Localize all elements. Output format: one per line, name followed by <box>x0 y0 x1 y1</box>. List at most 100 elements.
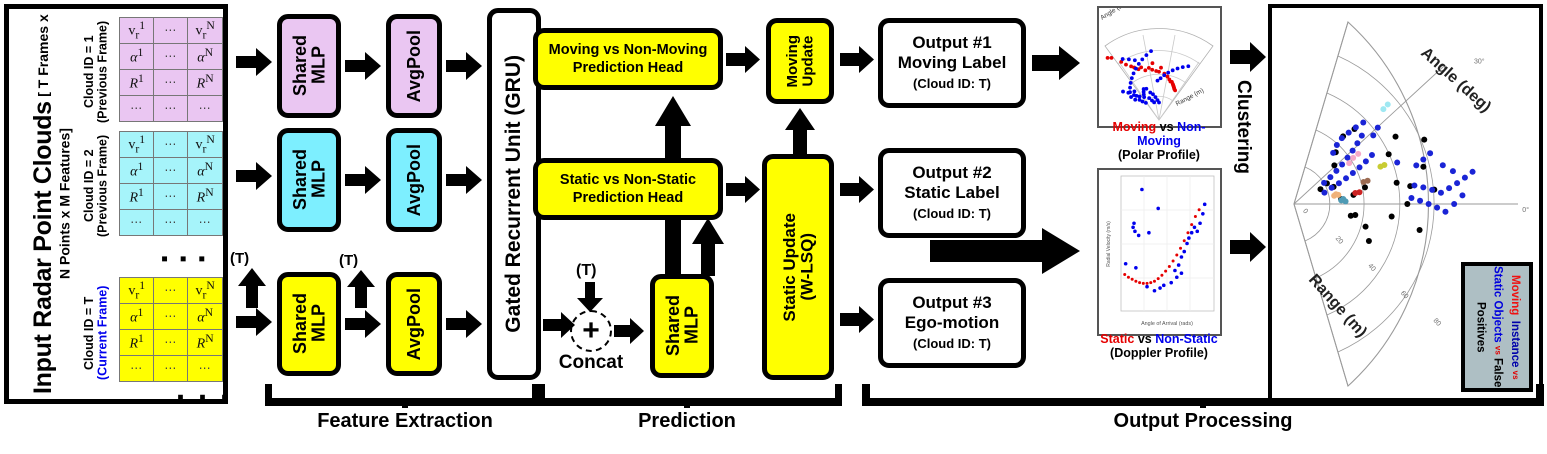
polar-cap-moving: Moving <box>1112 120 1157 134</box>
svg-text:20: 20 <box>1334 235 1344 246</box>
arrow-output2-to-doppler-plot <box>930 228 1080 274</box>
cell: vrN <box>187 131 223 158</box>
cell: αN <box>187 43 223 70</box>
output-2-box[interactable]: Output #2 Static Label (Cloud ID: T) <box>878 148 1026 238</box>
polar-cap-vs: vs <box>1156 120 1178 134</box>
polar-profile-svg: Angle (deg) Range (m) <box>1099 0 1214 121</box>
concat-node[interactable]: + <box>570 310 612 352</box>
prediction-brace <box>532 384 842 408</box>
legend-instance: Instance <box>1508 317 1521 368</box>
shared-mlp-2-line1: Shared <box>289 149 310 211</box>
svg-text:80: 80 <box>1432 317 1442 328</box>
static-head-line1: Static vs Non-Static <box>559 171 697 188</box>
output-1-cloud: (Cloud ID: T) <box>913 76 991 92</box>
output-2-name: Static Label <box>904 182 1000 202</box>
shared-mlp-box-2[interactable]: Shared MLP <box>277 128 341 232</box>
prediction-mlp-line1: Shared <box>662 295 683 357</box>
cell: RN <box>187 183 223 210</box>
shared-mlp-3-line1: Shared <box>289 293 310 355</box>
avgpool-box-1[interactable]: AvgPool <box>386 14 442 118</box>
page-title: Input Radar Point Clouds <box>29 101 58 394</box>
shared-mlp-1-line2: MLP <box>308 47 328 85</box>
svg-text:Radial Velocity (m/s): Radial Velocity (m/s) <box>1106 221 1112 267</box>
arrow-polar-to-clustering <box>1230 42 1266 72</box>
feature-extraction-group-label: Feature Extraction <box>317 410 493 432</box>
avgpool-2-label: AvgPool <box>403 143 424 217</box>
svg-text:Angle of Arrival (rads): Angle of Arrival (rads) <box>1141 321 1193 327</box>
arrow-output1-to-polar-plot <box>1032 46 1080 80</box>
cloud-t-frame: (Current Frame) <box>95 285 110 381</box>
moving-update-box[interactable]: Moving Update <box>766 18 834 104</box>
clustered-polar-plot: 02040608010060°30°0°-60° Angle (deg) Ran… <box>1268 4 1543 421</box>
svg-text:0: 0 <box>1301 208 1309 216</box>
output-2-title: Output #2 <box>912 162 992 182</box>
output-2-cloud: (Cloud ID: T) <box>913 206 991 222</box>
cloud-table-t: vr1⋯vrN α1⋯αN R1⋯RN ⋯⋯⋯ <box>118 277 223 382</box>
moving-prediction-head-box[interactable]: Moving vs Non-Moving Prediction Head <box>533 28 723 90</box>
cell: α1 <box>118 157 155 184</box>
static-prediction-head-box[interactable]: Static vs Non-Static Prediction Head <box>533 158 723 220</box>
static-update-box[interactable]: Static Update (W-LSQ) <box>762 154 834 380</box>
polar-profile-caption: Moving vs Non-Moving (Polar Profile) <box>1093 120 1225 162</box>
t-tag-concat: (T) <box>576 262 597 279</box>
cloud-label-t: Cloud ID = T (Current Frame) <box>82 277 117 389</box>
arrow-t-to-concat <box>577 282 603 312</box>
polar-cap-nonmoving: Non-Moving <box>1137 120 1206 148</box>
legend-false-positives: False Positives <box>1474 301 1504 388</box>
arrow-input1-to-mlp1 <box>236 48 272 76</box>
arrow-mlp2-to-avgpool2 <box>345 166 381 194</box>
cell: R1 <box>118 183 155 210</box>
doppler-cap-sub: (Doppler Profile) <box>1110 346 1208 360</box>
avgpool-box-3[interactable]: AvgPool <box>386 272 442 376</box>
shared-mlp-3-line2: MLP <box>308 305 328 343</box>
arrow-avgpool3-to-gru <box>446 310 482 338</box>
svg-text:30°: 30° <box>1474 57 1485 65</box>
clustered-plot-legend: Moving Instance vs Static Objects vs Fal… <box>1461 262 1533 392</box>
gru-label: Gated Recurrent Unit (GRU) <box>502 55 526 333</box>
cloud-2-frame: (Previous Frame) <box>95 134 110 238</box>
t-tag-avgpool3: (T) <box>339 252 359 269</box>
cell: αN <box>187 157 223 184</box>
legend-vs-1: vs <box>1510 370 1520 380</box>
arrow-avgpool1-to-gru <box>446 52 482 80</box>
arrow-inputT-to-mlp3 <box>236 308 272 336</box>
static-update-line2: (W-LSQ) <box>797 233 816 301</box>
doppler-cap-vs: vs <box>1134 332 1156 346</box>
arrow-static-update-to-moving-update <box>785 108 815 156</box>
input-panel-title-wrap: Input Radar Point Clouds [ T Frames x N … <box>17 9 87 399</box>
moving-head-line2: Prediction Head <box>572 60 684 76</box>
doppler-profile-caption: Static vs Non-Static (Doppler Profile) <box>1093 332 1225 360</box>
cell: vr1 <box>118 277 155 304</box>
moving-head-line1: Moving vs Non-Moving <box>548 41 708 58</box>
cell: vr1 <box>118 131 155 158</box>
output-3-box[interactable]: Output #3 Ego-motion (Cloud ID: T) <box>878 278 1026 368</box>
cell: α1 <box>118 43 155 70</box>
output-processing-group-label: Output Processing <box>1113 410 1293 432</box>
legend-static-objects: Static Objects <box>1491 266 1504 343</box>
cell: vr1 <box>118 17 155 44</box>
avgpool-box-2[interactable]: AvgPool <box>386 128 442 232</box>
prediction-shared-mlp-box[interactable]: Shared MLP <box>650 274 714 378</box>
final-plot-range-axis-label: Range (m) <box>1305 271 1370 341</box>
concat-label: Concat <box>558 352 624 373</box>
polar-cap-sub: (Polar Profile) <box>1118 148 1200 162</box>
shared-mlp-box-3[interactable]: Shared MLP <box>277 272 341 376</box>
cell: αN <box>187 303 223 330</box>
arrow-moving-head-to-update <box>726 46 760 73</box>
cell: RN <box>187 329 223 356</box>
polar-profile-plot: Angle (deg) Range (m) <box>1097 0 1222 128</box>
arrow-concat-to-shared-mlp <box>614 318 644 344</box>
moving-update-line1: Moving <box>783 34 801 88</box>
svg-text:60: 60 <box>1399 290 1409 301</box>
svg-text:Angle (deg): Angle (deg) <box>1099 8 1131 22</box>
shared-mlp-box-1[interactable]: Shared MLP <box>277 14 341 118</box>
arrow-gru-to-concat <box>543 312 575 338</box>
arrow-t-branch-avgpool3 <box>345 270 375 308</box>
output-1-box[interactable]: Output #1 Moving Label (Cloud ID: T) <box>878 18 1026 108</box>
arrow-mlp3-to-avgpool3 <box>345 310 381 338</box>
avgpool-3-label: AvgPool <box>403 287 424 361</box>
clouds-horizontal-ellipsis: ▪ ▪ ▪ <box>161 248 209 270</box>
legend-line-moving: Moving Instance <box>1509 275 1521 371</box>
clustering-label: Clustering <box>1233 80 1254 174</box>
avgpool-1-label: AvgPool <box>403 29 424 103</box>
